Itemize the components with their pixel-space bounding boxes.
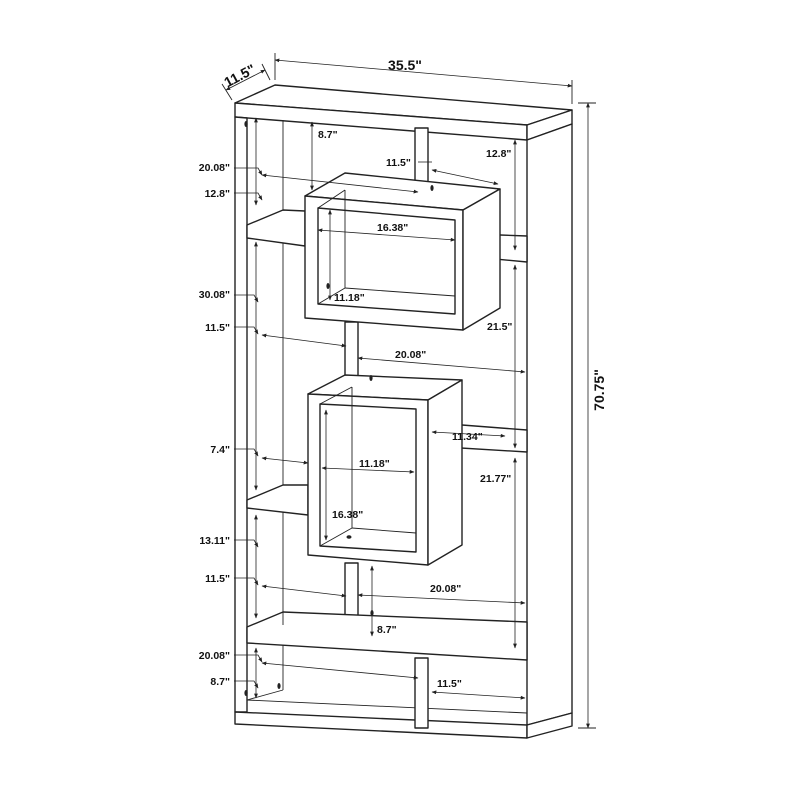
- upper-box: [304, 172, 501, 331]
- left-label-8: 20.08": [199, 650, 230, 662]
- top-cubby-depth-label: 11.5": [386, 157, 411, 169]
- lower-box-opening: [319, 403, 417, 553]
- divider-bottom: [414, 657, 429, 729]
- left-side-panel: [234, 116, 248, 713]
- small-shelf-depth-label: 11.34": [452, 431, 483, 443]
- overall-width-label: 35.5": [388, 57, 422, 73]
- bookcase-frame: [234, 84, 573, 739]
- base-side: [526, 712, 573, 739]
- upper-right-height-label: 21.5": [487, 321, 512, 333]
- lower-width-label: 20.08": [430, 583, 461, 595]
- lower-box-height-label: 16.38": [332, 509, 363, 521]
- lower-right-height-label: 21.77": [480, 473, 511, 485]
- lower-gap-height-label: 8.7": [377, 624, 397, 636]
- shelf-long-lower: [246, 611, 528, 661]
- base-front: [234, 711, 528, 739]
- internal-dimension-lines: [234, 117, 526, 700]
- top-right-height-label: 12.8": [486, 148, 511, 160]
- lower-box-side: [427, 379, 463, 566]
- lower-box: [307, 374, 463, 566]
- bottom-cubby-depth-label: 11.5": [437, 678, 462, 690]
- lower-box-width-label: 11.18": [359, 458, 390, 470]
- left-label-6: 13.11": [199, 535, 230, 547]
- overall-height-label: 70.75": [591, 369, 607, 411]
- left-label-9: 8.7": [210, 676, 230, 688]
- left-label-4: 11.5": [205, 322, 230, 334]
- left-label-5: 7.4": [210, 444, 230, 456]
- dimension-labels: 11.5" 35.5" 70.75" 20.08" 12.8" 30.08" 1…: [199, 57, 607, 690]
- overall-depth-label: 11.5": [221, 61, 258, 91]
- top-gap-height-label: 8.7": [318, 129, 338, 141]
- upper-box-width-label: 16.38": [377, 222, 408, 234]
- left-label-3: 30.08": [199, 289, 230, 301]
- upper-box-side: [462, 188, 501, 331]
- shelf-upper-left: [246, 209, 306, 247]
- right-side-panel: [526, 123, 573, 726]
- overall-dimensions: [221, 53, 596, 729]
- left-label-2: 12.8": [205, 188, 230, 200]
- upper-box-height-label: 11.18": [334, 292, 365, 304]
- left-label-1: 20.08": [199, 162, 230, 174]
- middle-width-label: 20.08": [395, 349, 426, 361]
- left-label-7: 11.5": [205, 573, 230, 585]
